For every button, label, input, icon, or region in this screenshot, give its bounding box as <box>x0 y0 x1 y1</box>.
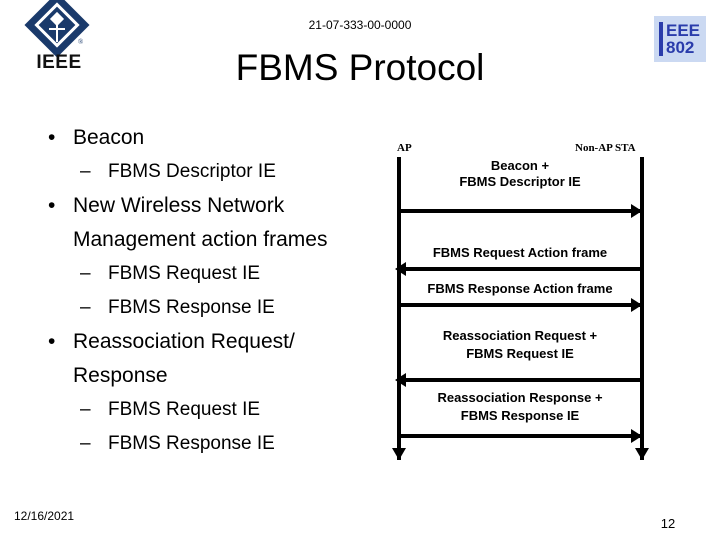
bullet-item-reassociation-request-response: • Reassociation Request/ Response <box>36 325 386 393</box>
ieee-802-logo-bar-icon <box>659 22 663 56</box>
bullet-marker: • <box>48 330 56 353</box>
message-arrowhead-right-3-icon <box>631 298 642 312</box>
lifeline-ap <box>397 157 401 460</box>
ieee-802-logo-line2: 802 <box>666 38 695 57</box>
bullet-marker: – <box>80 399 91 420</box>
bullet-item-fbms-request-ie-reassoc: – FBMS Request IE <box>36 393 386 427</box>
bullet-marker: – <box>80 161 91 182</box>
message-line-5 <box>399 434 642 438</box>
sequence-diagram: AP Non-AP STA Beacon + FBMS Descriptor I… <box>386 138 662 468</box>
bullet-item-beacon: • Beacon <box>36 121 386 155</box>
bullet-text: Beacon <box>73 126 145 149</box>
bullet-list: • Beacon – FBMS Descriptor IE • New Wire… <box>36 121 386 461</box>
bullet-text: FBMS Descriptor IE <box>108 161 276 182</box>
ieee-wordmark: IEEE <box>36 52 82 73</box>
bullet-text: Reassociation Request/ Response <box>73 330 295 387</box>
bullet-text: FBMS Response IE <box>108 297 275 318</box>
message-arrowhead-left-2-icon <box>395 262 406 276</box>
bullet-item-fbms-response-ie-reassoc: – FBMS Response IE <box>36 427 386 461</box>
message-arrowhead-right-1-icon <box>631 204 642 218</box>
bullet-marker: – <box>80 433 91 454</box>
message-label-1-line1: Beacon + <box>490 158 550 173</box>
sequence-actor-ap: AP <box>397 142 412 154</box>
bullet-item-fbms-response-ie-action: – FBMS Response IE <box>36 291 386 325</box>
message-label-3-line1: FBMS Response Action frame <box>427 281 613 296</box>
message-line-2 <box>399 267 642 271</box>
bullet-item-fbms-request-ie-action: – FBMS Request IE <box>36 257 386 291</box>
message-arrowhead-right-5-icon <box>631 429 642 443</box>
message-label-4-line2: FBMS Request IE <box>466 346 574 361</box>
registered-trademark-icon: ® <box>78 38 84 46</box>
ieee-logo-crossbar-icon <box>49 28 65 30</box>
message-label-5-line1: Reassociation Response + <box>437 390 603 405</box>
ieee-802-logo: EEE 802 <box>654 16 706 62</box>
footer-date: 12/16/2021 <box>14 509 75 523</box>
bullet-item-new-wireless-network-management: • New Wireless Network Management action… <box>36 189 386 257</box>
bullet-text: New Wireless Network Management action f… <box>73 194 328 251</box>
bullet-item-fbms-descriptor-ie: – FBMS Descriptor IE <box>36 155 386 189</box>
bullet-text: FBMS Request IE <box>108 399 261 420</box>
bullet-text: FBMS Request IE <box>108 263 261 284</box>
message-label-1-line2: FBMS Descriptor IE <box>459 174 581 189</box>
message-line-3 <box>399 303 642 307</box>
lifeline-end-arrow-sta-icon <box>635 448 649 460</box>
document-number: 21-07-333-00-0000 <box>308 18 412 32</box>
bullet-marker: • <box>48 126 56 149</box>
lifeline-end-arrow-ap-icon <box>392 448 406 460</box>
message-line-1 <box>399 209 642 213</box>
footer-page-number: 12 <box>660 516 676 531</box>
ieee-802-logo-line1: EEE <box>666 21 701 40</box>
lifeline-sta <box>640 157 644 460</box>
page-title: FBMS Protocol <box>235 47 485 88</box>
bullet-text: FBMS Response IE <box>108 433 275 454</box>
bullet-marker: • <box>48 194 56 217</box>
bullet-marker: – <box>80 297 91 318</box>
bullet-marker: – <box>80 263 91 284</box>
message-line-4 <box>399 378 642 382</box>
message-arrowhead-left-4-icon <box>395 373 406 387</box>
message-label-5-line2: FBMS Response IE <box>460 408 580 423</box>
ieee-logo: ® IEEE <box>16 0 102 80</box>
message-label-4-line1: Reassociation Request + <box>442 328 598 343</box>
sequence-actor-sta: Non-AP STA <box>575 142 636 154</box>
message-label-2-line1: FBMS Request Action frame <box>432 245 608 260</box>
